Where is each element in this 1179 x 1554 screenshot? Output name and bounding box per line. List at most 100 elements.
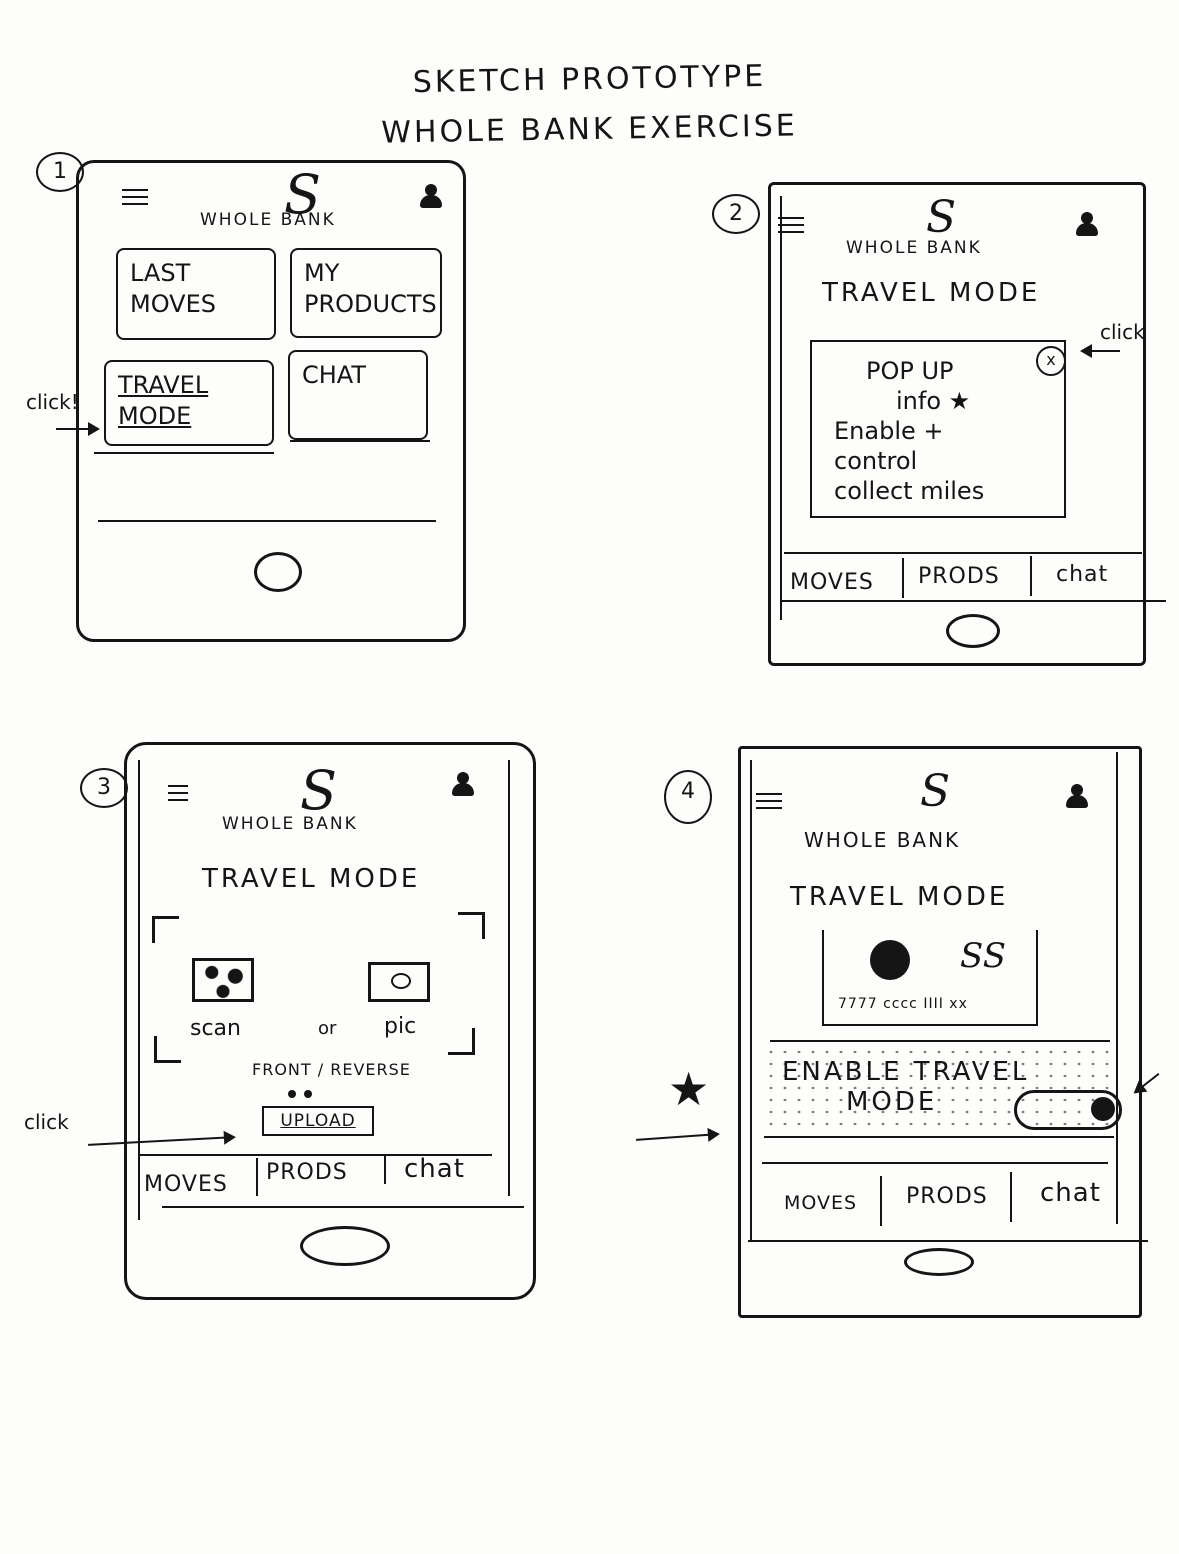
globe-icon xyxy=(870,940,910,980)
click-note: click xyxy=(24,1110,69,1134)
popup-enable: Enable + xyxy=(834,417,944,445)
tabbar-top-line xyxy=(762,1162,1108,1164)
home-button[interactable] xyxy=(300,1226,390,1266)
brand-name: WHOLE BANK xyxy=(200,210,336,230)
toggle-knob xyxy=(1091,1097,1115,1121)
enable-line-1: ENABLE TRAVEL xyxy=(782,1057,1030,1087)
tile-divider xyxy=(94,452,274,454)
phone-frame-1 xyxy=(76,160,466,642)
logo-icon: S xyxy=(920,766,951,817)
menu-icon[interactable] xyxy=(168,780,188,806)
last-moves-label: LAST MOVES xyxy=(130,259,216,319)
tab-divider xyxy=(1010,1172,1012,1222)
travel-mode-label: TRAVEL MODE xyxy=(118,371,209,431)
travel-mode-toggle[interactable] xyxy=(1014,1090,1122,1130)
chat-tile[interactable]: CHAT xyxy=(288,350,428,440)
screen-edge xyxy=(1116,752,1118,1224)
camera-icon[interactable] xyxy=(368,962,430,1002)
frame-number-4: 4 xyxy=(664,770,712,824)
logo-icon: S xyxy=(926,192,957,243)
tile-divider xyxy=(290,440,430,442)
page-title: TRAVEL MODE xyxy=(790,882,1009,912)
home-button[interactable] xyxy=(946,614,1000,648)
tabbar-top-line xyxy=(784,552,1142,554)
user-icon[interactable] xyxy=(420,184,442,208)
tab-divider xyxy=(256,1158,258,1196)
logo-icon: S xyxy=(300,759,337,822)
bank-card: SS 7777 cccc IIII xx xyxy=(822,930,1038,1026)
click-arrow xyxy=(56,422,100,436)
enable-section-bottom xyxy=(764,1136,1114,1138)
click-note: click! xyxy=(26,390,79,414)
scan-frame-corner xyxy=(458,912,485,939)
screen-edge xyxy=(750,760,752,1242)
popup-collect: collect miles xyxy=(834,477,985,505)
user-icon[interactable] xyxy=(1076,212,1098,236)
tab-chat[interactable]: chat xyxy=(404,1154,465,1184)
sketch-subtitle: WHOLE BANK EXERCISE xyxy=(381,108,798,151)
tab-moves[interactable]: MOVES xyxy=(784,1192,858,1214)
frame-number-2: 2 xyxy=(712,194,760,234)
tab-moves[interactable]: MOVES xyxy=(144,1172,228,1197)
scan-frame-corner xyxy=(154,1036,181,1063)
tabbar-top-line xyxy=(140,1154,492,1156)
enable-section-top xyxy=(770,1040,1110,1042)
star-icon: ★ xyxy=(668,1062,710,1116)
menu-icon[interactable] xyxy=(122,184,148,210)
menu-icon[interactable] xyxy=(756,788,782,814)
qr-scan-icon[interactable] xyxy=(192,958,254,1002)
enable-travel-label: ENABLE TRAVEL MODE xyxy=(782,1057,1030,1118)
brand-name: WHOLE BANK xyxy=(846,238,982,258)
tabbar-bottom-line xyxy=(162,1206,524,1208)
travel-mode-popup: POP UP info ★ Enable + control collect m… xyxy=(810,340,1066,518)
tabbar-bottom-line xyxy=(748,1240,1148,1242)
frame-number-3: 3 xyxy=(80,768,128,808)
screen-edge xyxy=(780,196,782,620)
popup-title: POP UP xyxy=(866,357,954,385)
or-label: or xyxy=(318,1018,337,1039)
tab-prods[interactable]: PRODS xyxy=(906,1184,988,1209)
sketch-title: SKETCH PROTOTYPE xyxy=(412,58,767,101)
upload-button[interactable]: UPLOAD xyxy=(262,1106,374,1136)
card-logo: SS xyxy=(960,936,1006,976)
click-note: click xyxy=(1100,320,1145,344)
scan-frame-corner xyxy=(152,916,179,943)
bottom-divider xyxy=(98,520,436,522)
home-button[interactable] xyxy=(904,1248,974,1276)
card-number: 7777 cccc IIII xx xyxy=(838,996,968,1012)
logo-icon: S xyxy=(284,163,321,226)
tab-moves[interactable]: MOVES xyxy=(790,570,874,595)
tab-prods[interactable]: PRODS xyxy=(918,564,1000,589)
page-title: TRAVEL MODE xyxy=(822,278,1041,308)
screen-edge xyxy=(508,760,510,1196)
click-arrow xyxy=(1080,344,1120,358)
user-icon[interactable] xyxy=(1066,784,1088,808)
tab-divider xyxy=(880,1176,882,1226)
my-products-tile[interactable]: MY PRODUCTS xyxy=(290,248,442,338)
tab-chat[interactable]: chat xyxy=(1040,1178,1101,1208)
upload-label: UPLOAD xyxy=(280,1111,356,1131)
phone-frame-4 xyxy=(738,746,1142,1318)
user-icon[interactable] xyxy=(452,772,474,796)
chat-label: CHAT xyxy=(302,361,367,389)
last-moves-tile[interactable]: LAST MOVES xyxy=(116,248,276,340)
travel-mode-tile[interactable]: TRAVEL MODE xyxy=(104,360,274,446)
my-products-label: MY PRODUCTS xyxy=(304,259,437,319)
tab-divider xyxy=(384,1156,386,1184)
home-button[interactable] xyxy=(254,552,302,592)
phone-frame-2 xyxy=(768,182,1146,666)
brand-name: WHOLE BANK xyxy=(804,828,961,852)
screen-edge xyxy=(138,760,140,1220)
pic-label: pic xyxy=(384,1014,417,1039)
page-title: TRAVEL MODE xyxy=(202,864,421,894)
menu-icon[interactable] xyxy=(778,212,804,238)
tab-divider xyxy=(902,558,904,598)
tab-prods[interactable]: PRODS xyxy=(266,1160,348,1185)
tab-chat[interactable]: chat xyxy=(1056,562,1109,587)
dot-indicator xyxy=(288,1090,296,1098)
close-icon[interactable]: x xyxy=(1036,346,1066,376)
popup-control: control xyxy=(834,447,918,475)
front-reverse-label: FRONT / REVERSE xyxy=(252,1060,411,1079)
scan-frame-corner xyxy=(448,1028,475,1055)
camera-lens-icon xyxy=(391,973,411,989)
